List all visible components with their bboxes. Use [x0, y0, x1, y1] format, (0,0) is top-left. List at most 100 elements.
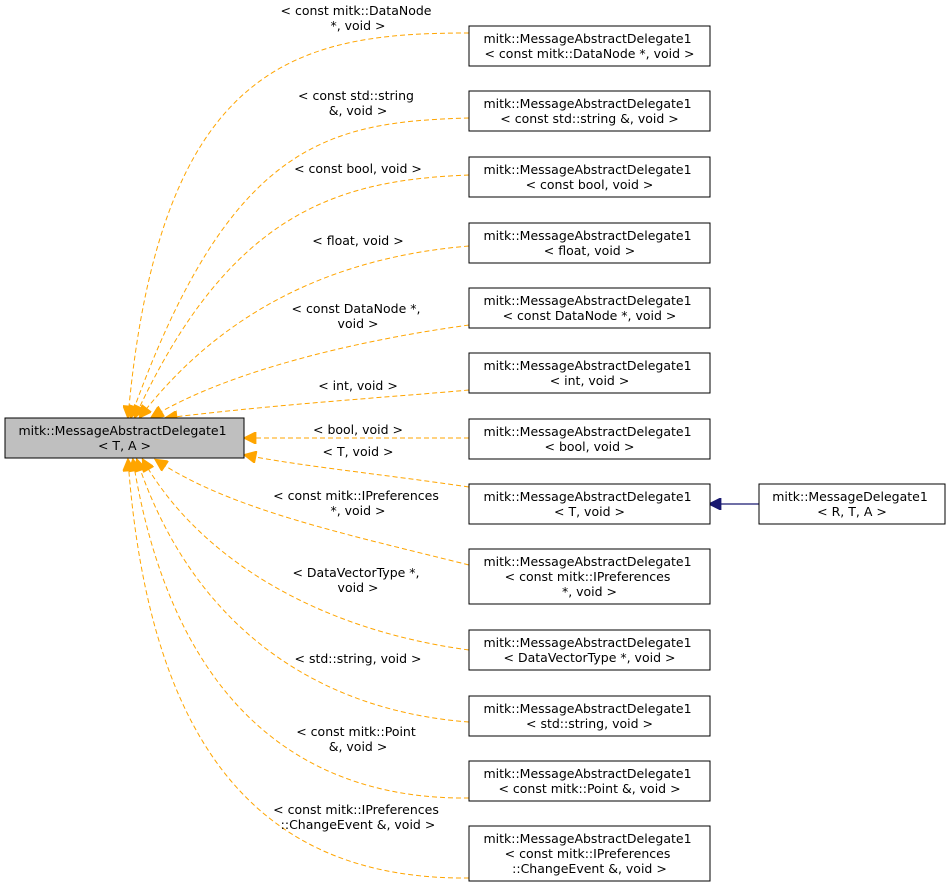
class-node-box — [468, 90, 711, 132]
template-edge-0 — [128, 32, 470, 417]
template-edge-5 — [166, 389, 470, 418]
edge-label-11-line-1: < const mitk::Point — [296, 724, 416, 739]
class-node-box — [468, 287, 711, 329]
class-node-line: < int, void > — [550, 373, 630, 388]
root-class-line-1: mitk::MessageAbstractDelegate1 — [18, 423, 226, 438]
template-edge-7 — [245, 455, 470, 488]
class-node-10[interactable]: mitk::MessageAbstractDelegate1 < std::st… — [468, 695, 711, 737]
svg-text:mitk::MessageAbstractDelegate1: mitk::MessageAbstractDelegate1 < const m… — [483, 31, 695, 61]
instantiation-nodes: mitk::MessageAbstractDelegate1 < const m… — [468, 25, 711, 882]
edge-label-12-line-1: < const mitk::IPreferences — [273, 802, 439, 817]
derived-class-label: mitk::MessageDelegate1 < R, T, A > — [772, 489, 932, 519]
edge-labels-layer: < const mitk::DataNode *, void > < const… — [273, 3, 443, 832]
class-node-line: mitk::MessageAbstractDelegate1 — [483, 293, 691, 308]
template-edge-2 — [135, 174, 470, 417]
class-node-line: mitk::MessageAbstractDelegate1 — [483, 701, 691, 716]
class-node-line: *, void > — [562, 584, 617, 599]
edge-label-6: < bool, void > — [313, 422, 403, 437]
edge-label-1-line-2: &, void > — [329, 103, 388, 118]
derived-class-line-2: < R, T, A > — [817, 504, 887, 519]
edge-label-4-line-1: < const DataNode *, — [292, 301, 421, 316]
derived-class-node[interactable]: mitk::MessageDelegate1 < R, T, A > — [758, 483, 946, 525]
class-node-7[interactable]: mitk::MessageAbstractDelegate1 < T, void… — [468, 483, 711, 525]
svg-text:mitk::MessageAbstractDelegate1: mitk::MessageAbstractDelegate1 < bool, v… — [483, 424, 695, 454]
template-edge-8 — [156, 460, 470, 566]
class-node-3[interactable]: mitk::MessageAbstractDelegate1 < float, … — [468, 222, 711, 264]
edge-label-9-line-2: void > — [338, 580, 379, 595]
class-node-1[interactable]: mitk::MessageAbstractDelegate1 < const s… — [468, 90, 711, 132]
svg-text:mitk::MessageAbstractDelegate1: mitk::MessageAbstractDelegate1 < std::st… — [483, 701, 695, 731]
svg-text:mitk::MessageAbstractDelegate1: mitk::MessageAbstractDelegate1 < const m… — [483, 766, 695, 796]
class-node-line: mitk::MessageAbstractDelegate1 — [483, 96, 691, 111]
class-node-11[interactable]: mitk::MessageAbstractDelegate1 < const m… — [468, 760, 711, 802]
class-node-box — [468, 483, 711, 525]
class-node-line: < std::string, void > — [526, 716, 653, 731]
template-edge-11 — [133, 460, 470, 799]
class-node-line: mitk::MessageAbstractDelegate1 — [483, 554, 691, 569]
edge-label-4: < const DataNode *, void > — [292, 301, 425, 331]
svg-text:mitk::MessageAbstractDelegate1: mitk::MessageAbstractDelegate1 < const b… — [483, 162, 695, 192]
svg-text:mitk::MessageAbstractDelegate1: mitk::MessageAbstractDelegate1 < const D… — [483, 293, 695, 323]
edge-label-0: < const mitk::DataNode *, void > — [281, 3, 436, 33]
edge-label-8: < const mitk::IPreferences *, void > — [273, 488, 443, 518]
root-class-box — [4, 417, 245, 459]
class-node-line: < const DataNode *, void > — [503, 308, 677, 323]
root-class-node[interactable]: mitk::MessageAbstractDelegate1 < T, A > — [4, 417, 245, 459]
class-node-line: < const mitk::IPreferences — [505, 569, 671, 584]
class-node-6[interactable]: mitk::MessageAbstractDelegate1 < bool, v… — [468, 418, 711, 460]
derived-class-box — [758, 483, 946, 525]
template-edge-12 — [128, 460, 470, 879]
class-node-box — [468, 825, 711, 882]
class-node-line: < T, void > — [554, 504, 625, 519]
edge-label-8-line-1: < const mitk::IPreferences — [273, 488, 439, 503]
svg-text:mitk::MessageAbstractDelegate1: mitk::MessageAbstractDelegate1 < const m… — [483, 831, 695, 876]
class-node-box — [468, 222, 711, 264]
class-node-line: < const mitk::Point &, void > — [498, 781, 680, 796]
edge-label-1: < const std::string &, void > — [298, 88, 418, 118]
svg-text:mitk::MessageAbstractDelegate1: mitk::MessageAbstractDelegate1 < int, vo… — [483, 358, 695, 388]
class-node-line: < const std::string &, void > — [500, 111, 679, 126]
edge-label-10: < std::string, void > — [295, 651, 422, 666]
class-node-12[interactable]: mitk::MessageAbstractDelegate1 < const m… — [468, 825, 711, 882]
edge-label-0-line-1: < const mitk::DataNode — [281, 3, 432, 18]
edge-label-3-line-1: < float, void > — [312, 233, 403, 248]
svg-text:mitk::MessageAbstractDelegate1: mitk::MessageAbstractDelegate1 < T, void… — [483, 489, 695, 519]
class-node-2[interactable]: mitk::MessageAbstractDelegate1 < const b… — [468, 156, 711, 198]
svg-text:mitk::MessageAbstractDelegate1: mitk::MessageAbstractDelegate1 < float, … — [483, 228, 695, 258]
edge-label-7-line-1: < T, void > — [323, 444, 394, 459]
svg-text:mitk::MessageAbstractDelegate1: mitk::MessageAbstractDelegate1 < DataVec… — [483, 635, 695, 665]
class-node-line: mitk::MessageAbstractDelegate1 — [483, 162, 691, 177]
class-node-line: < DataVectorType *, void > — [504, 650, 676, 665]
edge-label-7: < T, void > — [323, 444, 394, 459]
class-node-box — [468, 25, 711, 67]
edge-label-8-line-2: *, void > — [330, 503, 385, 518]
class-node-4[interactable]: mitk::MessageAbstractDelegate1 < const D… — [468, 287, 711, 329]
edge-label-11-line-2: &, void > — [329, 739, 388, 754]
edge-label-11: < const mitk::Point &, void > — [296, 724, 420, 754]
class-node-line: mitk::MessageAbstractDelegate1 — [483, 31, 691, 46]
root-class-line-2: < T, A > — [98, 438, 151, 453]
class-node-9[interactable]: mitk::MessageAbstractDelegate1 < DataVec… — [468, 629, 711, 671]
class-node-5[interactable]: mitk::MessageAbstractDelegate1 < int, vo… — [468, 352, 711, 394]
class-node-8[interactable]: mitk::MessageAbstractDelegate1 < const m… — [468, 548, 711, 605]
edge-label-3: < float, void > — [312, 233, 403, 248]
edge-label-10-line-1: < std::string, void > — [295, 651, 422, 666]
class-node-line: mitk::MessageAbstractDelegate1 — [483, 766, 691, 781]
template-edge-10 — [137, 460, 470, 723]
class-node-line: < float, void > — [544, 243, 635, 258]
edge-label-1-line-1: < const std::string — [298, 88, 414, 103]
class-node-0[interactable]: mitk::MessageAbstractDelegate1 < const m… — [468, 25, 711, 67]
class-node-box — [468, 760, 711, 802]
svg-text:mitk::MessageAbstractDelegate1: mitk::MessageAbstractDelegate1 < const m… — [483, 554, 695, 599]
edge-label-2: < const bool, void > — [294, 161, 422, 176]
class-node-line: < const mitk::DataNode *, void > — [484, 46, 694, 61]
edge-label-6-line-1: < bool, void > — [313, 422, 403, 437]
class-node-line: mitk::MessageAbstractDelegate1 — [483, 228, 691, 243]
template-edge-1 — [131, 117, 470, 417]
class-node-line: mitk::MessageAbstractDelegate1 — [483, 831, 691, 846]
derived-class-line-1: mitk::MessageDelegate1 — [772, 489, 928, 504]
edge-label-4-line-2: void > — [338, 316, 379, 331]
class-node-line: mitk::MessageAbstractDelegate1 — [483, 424, 691, 439]
template-edge-3 — [140, 245, 470, 417]
